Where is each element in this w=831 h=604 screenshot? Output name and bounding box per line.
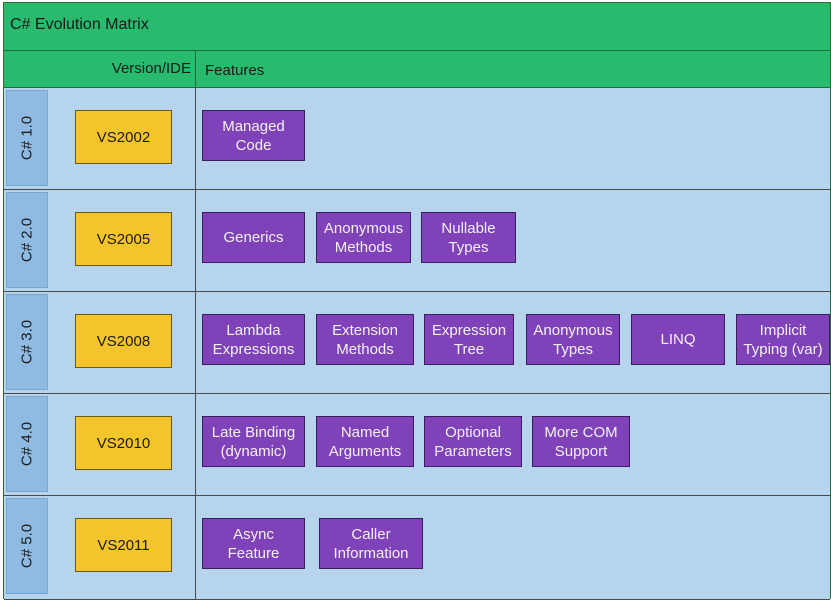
- version-label: C# 5.0: [18, 523, 36, 569]
- version-cell: C# 2.0 VS2005: [4, 190, 196, 291]
- version-label-tab: C# 1.0: [6, 90, 48, 186]
- version-row: C# 4.0 VS2010 Late Binding (dynamic)Named …: [4, 394, 830, 496]
- version-label-tab: C# 3.0: [6, 294, 48, 390]
- feature-box: Anonymous Types: [526, 314, 620, 365]
- matrix-title: C# Evolution Matrix: [10, 16, 149, 33]
- feature-box: Generics: [202, 212, 305, 263]
- version-cell: C# 5.0 VS2011: [4, 496, 196, 599]
- version-row: C# 1.0 VS2002 Managed Code: [4, 88, 830, 190]
- version-cell: C# 1.0 VS2002: [4, 88, 196, 189]
- ide-box: VS2008: [75, 314, 172, 368]
- version-label: C# 3.0: [18, 319, 36, 365]
- header-row: Version/IDE Features: [4, 51, 830, 88]
- header-features: Features: [205, 62, 265, 79]
- version-cell: C# 3.0 VS2008: [4, 292, 196, 393]
- feature-box: LINQ: [631, 314, 725, 365]
- title-bar: C# Evolution Matrix: [4, 3, 830, 51]
- feature-box: More COM Support: [532, 416, 630, 467]
- feature-box: Optional Parameters: [424, 416, 522, 467]
- version-label: C# 1.0: [18, 115, 36, 161]
- version-label-tab: C# 4.0: [6, 396, 48, 492]
- feature-box: Implicit Typing (var): [736, 314, 830, 365]
- version-label-tab: C# 2.0: [6, 192, 48, 288]
- feature-box: Nullable Types: [421, 212, 516, 263]
- feature-box: Late Binding (dynamic): [202, 416, 305, 467]
- version-cell: C# 4.0 VS2010: [4, 394, 196, 495]
- ide-box: VS2002: [75, 110, 172, 164]
- evolution-matrix: C# Evolution Matrix Version/IDE Features…: [3, 2, 831, 600]
- feature-box: Anonymous Methods: [316, 212, 411, 263]
- feature-box: Managed Code: [202, 110, 305, 161]
- ide-box: VS2011: [75, 518, 172, 572]
- ide-box: VS2010: [75, 416, 172, 470]
- header-version-cell: Version/IDE: [4, 51, 196, 87]
- feature-box: Extension Methods: [316, 314, 414, 365]
- header-version-ide: Version/IDE: [111, 60, 191, 77]
- feature-box: Expression Tree: [424, 314, 514, 365]
- version-label: C# 4.0: [18, 421, 36, 467]
- ide-box: VS2005: [75, 212, 172, 266]
- version-label-tab: C# 5.0: [6, 498, 48, 594]
- feature-box: Lambda Expressions: [202, 314, 305, 365]
- feature-box: Async Feature: [202, 518, 305, 569]
- feature-box: Named Arguments: [316, 416, 414, 467]
- version-row: C# 5.0 VS2011 Async Feature Caller Informat…: [4, 496, 830, 600]
- feature-box: Caller Information: [319, 518, 423, 569]
- version-label: C# 2.0: [18, 217, 36, 263]
